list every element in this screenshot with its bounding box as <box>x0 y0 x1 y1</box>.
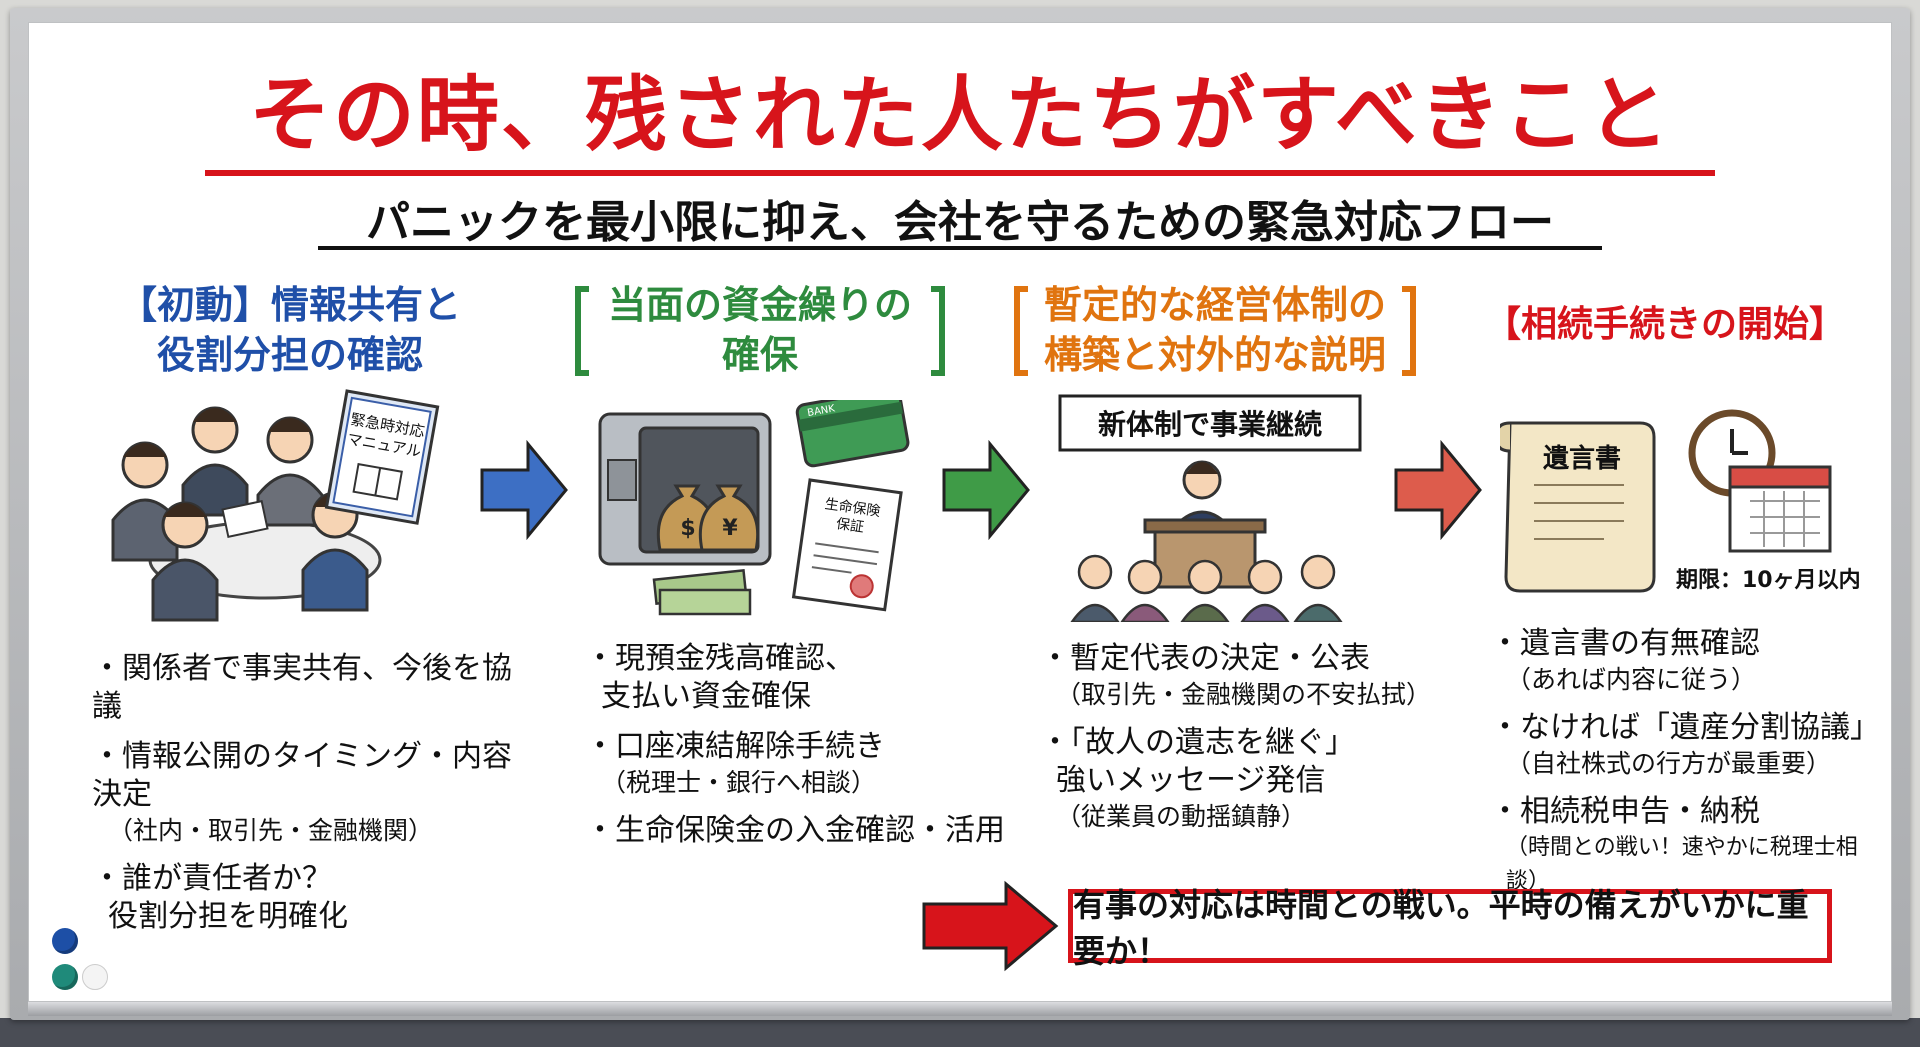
heading-line: 当面の資金繰りの <box>607 283 912 327</box>
bullet-note: （あれば内容に従う） <box>1506 665 1757 694</box>
heading-line: 確保 <box>721 333 798 377</box>
safe-illustration: $ ¥ BANK 生命保険 保証 <box>590 387 920 624</box>
bullet-text: ・なければ「遺産分割協議」 <box>1490 710 1880 745</box>
list-item: ・関係者で事実共有、今後を協議 <box>92 650 532 726</box>
column-heading: 暫定的な経営体制の 構築と対外的な説明 <box>1010 280 1420 380</box>
list-item: ・相続税申告・納税 （時間との戦い！速やかに税理士相談） <box>1490 793 1890 899</box>
bullet-list: ・遺言書の有無確認 （あれば内容に従う） ・なければ「遺産分割協議」 （自社株式… <box>1490 625 1890 911</box>
marker-tray <box>28 1002 1892 1016</box>
list-item: ・遺言書の有無確認 （あれば内容に従う） <box>1490 625 1890 697</box>
banner-text: 新体制で事業継続 <box>1098 408 1322 441</box>
meeting-illustration: 緊急時対応 マニュアル <box>95 385 475 629</box>
bullet-text: ・現預金残高確認、 <box>585 641 855 676</box>
list-item: ・口座凍結解除手続き （税理士・銀行へ相談） <box>585 728 1015 800</box>
bullet-text: 役割分担を明確化 <box>108 899 348 934</box>
bullet-text: ・誰が責任者か？ <box>92 861 332 896</box>
list-item: ・暫定代表の決定・公表 （取引先・金融機関の不安払拭） <box>1040 640 1460 712</box>
meeting-icon: 緊急時対応 マニュアル <box>111 389 440 622</box>
podium-illustration: 新体制で事業継続 <box>1040 392 1380 626</box>
main-title: その時、残された人たちがすべきこと <box>248 68 1672 163</box>
bracket-left <box>575 286 589 376</box>
bracket-right <box>1402 286 1416 376</box>
deadline-label: 期限：10ヶ月以内 <box>1676 568 1861 593</box>
heading-line: 構築と対外的な説明 <box>1043 333 1386 377</box>
magnet-icon <box>52 964 78 990</box>
yen-symbol: ¥ <box>722 516 738 541</box>
flow-arrow-icon <box>480 440 568 540</box>
bullet-note: （社内・取引先・金融機関） <box>108 816 434 845</box>
certificate-title-line: 保証 <box>835 516 865 536</box>
bullet-text: 強いメッセージ発信 <box>1056 763 1326 798</box>
bullet-text: ・「故人の遺志を継ぐ」 <box>1040 725 1355 760</box>
bracket-left <box>1014 286 1028 376</box>
column-interim-management: 暫定的な経営体制の 構築と対外的な説明 <box>1010 280 1420 380</box>
conclusion-box: 有事の対応は時間との戦い。平時の備えがいかに重要か！ <box>1068 886 1832 970</box>
list-item: ・生命保険金の入金確認・活用 <box>585 812 1015 850</box>
list-item: ・なければ「遺産分割協議」 （自社株式の行方が最重要） <box>1490 709 1890 781</box>
scroll-label: 遺言書 <box>1543 444 1621 474</box>
will-scroll-icon: 遺言書 <box>1494 409 1832 593</box>
bank-card-label: BANK <box>807 403 837 419</box>
safe-icon: $ ¥ BANK 生命保険 保証 <box>598 387 910 616</box>
subtitle-underline <box>318 246 1602 250</box>
column-heading: 【相続手続きの開始】 <box>1460 300 1870 350</box>
bullet-text: ・生命保険金の入金確認・活用 <box>585 813 1005 848</box>
bullet-text: ・口座凍結解除手続き <box>585 729 885 764</box>
bullet-list: ・関係者で事実共有、今後を協議 ・情報公開のタイミング・内容決定 （社内・取引先… <box>92 650 532 948</box>
magnet-icon <box>52 928 78 954</box>
flow-arrow-icon <box>1394 440 1482 540</box>
bullet-note: （自社株式の行方が最重要） <box>1506 749 1832 778</box>
list-item: ・現預金残高確認、 支払い資金確保 <box>585 640 1015 716</box>
flow-arrow-icon <box>942 440 1030 540</box>
bullet-list: ・暫定代表の決定・公表 （取引先・金融機関の不安払拭） ・「故人の遺志を継ぐ」 … <box>1040 640 1460 846</box>
bullet-text: ・関係者で事実共有、今後を協議 <box>92 651 512 724</box>
bracket-right <box>931 286 945 376</box>
heading-line: 暫定的な経営体制の <box>1043 283 1386 327</box>
column-cashflow: 当面の資金繰りの 確保 <box>555 280 965 380</box>
heading-line: 役割分担の確認 <box>156 333 423 377</box>
bullet-text: 支払い資金確保 <box>601 679 811 714</box>
bullet-text: ・暫定代表の決定・公表 <box>1040 641 1370 676</box>
bullet-text: ・相続税申告・納税 <box>1490 794 1760 829</box>
conclusion-arrow-icon <box>922 880 1059 972</box>
bullet-text: ・遺言書の有無確認 <box>1490 626 1760 661</box>
heading-line: 【相続手続きの開始】 <box>1484 304 1845 345</box>
column-inheritance: 【相続手続きの開始】 <box>1460 300 1870 350</box>
calendar-icon <box>1728 465 1832 553</box>
podium-speaker-icon: 新体制で事業継続 <box>1058 394 1362 624</box>
subtitle: パニックを最小限に抑え、会社を守るための緊急対応フロー <box>366 197 1554 248</box>
column-heading: 当面の資金繰りの 確保 <box>555 280 965 380</box>
room-background <box>0 1018 1920 1047</box>
bullet-note: （従業員の動揺鎮静） <box>1056 802 1307 831</box>
list-item: ・「故人の遺志を継ぐ」 強いメッセージ発信 （従業員の動揺鎮静） <box>1040 724 1460 834</box>
will-illustration: 遺言書 <box>1494 405 1840 609</box>
bullet-note: （税理士・銀行へ相談） <box>601 768 877 797</box>
bullet-list: ・現預金残高確認、 支払い資金確保 ・口座凍結解除手続き （税理士・銀行へ相談）… <box>585 640 1015 862</box>
dollar-symbol: $ <box>680 516 695 541</box>
column-heading: 【初動】情報共有と 役割分担の確認 <box>80 280 500 380</box>
bullet-note: （時間との戦い！速やかに税理士相談） <box>1506 835 1858 894</box>
list-item: ・誰が責任者か？ 役割分担を明確化 <box>92 860 532 936</box>
magnet-icon <box>82 964 108 990</box>
bullet-note: （取引先・金融機関の不安払拭） <box>1056 680 1432 709</box>
title-underline <box>205 170 1715 176</box>
list-item: ・情報公開のタイミング・内容決定 （社内・取引先・金融機関） <box>92 738 532 848</box>
column-initial-response: 【初動】情報共有と 役割分担の確認 <box>80 280 500 380</box>
heading-line: 【初動】情報共有と <box>118 283 461 327</box>
bullet-text: ・情報公開のタイミング・内容決定 <box>92 739 512 812</box>
